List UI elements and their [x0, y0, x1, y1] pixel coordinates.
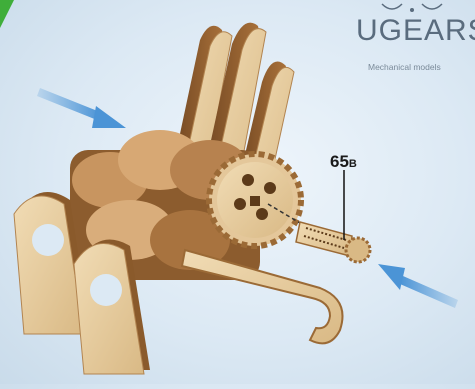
- green-corner-accent: [0, 0, 14, 28]
- brand-block: UGEARS Mechanical models: [346, 0, 475, 80]
- part-number-label: 65B: [330, 152, 357, 172]
- assembly-arrow-icon: [37, 88, 126, 128]
- brand-tagline: Mechanical models: [368, 62, 441, 72]
- assembly-arrow-icon: [378, 264, 458, 308]
- hook-lever: [182, 250, 343, 343]
- front-gear: [209, 154, 301, 246]
- brand-name: UGEARS: [356, 14, 475, 48]
- part-suffix: B: [349, 158, 357, 170]
- part-number: 65: [330, 152, 349, 171]
